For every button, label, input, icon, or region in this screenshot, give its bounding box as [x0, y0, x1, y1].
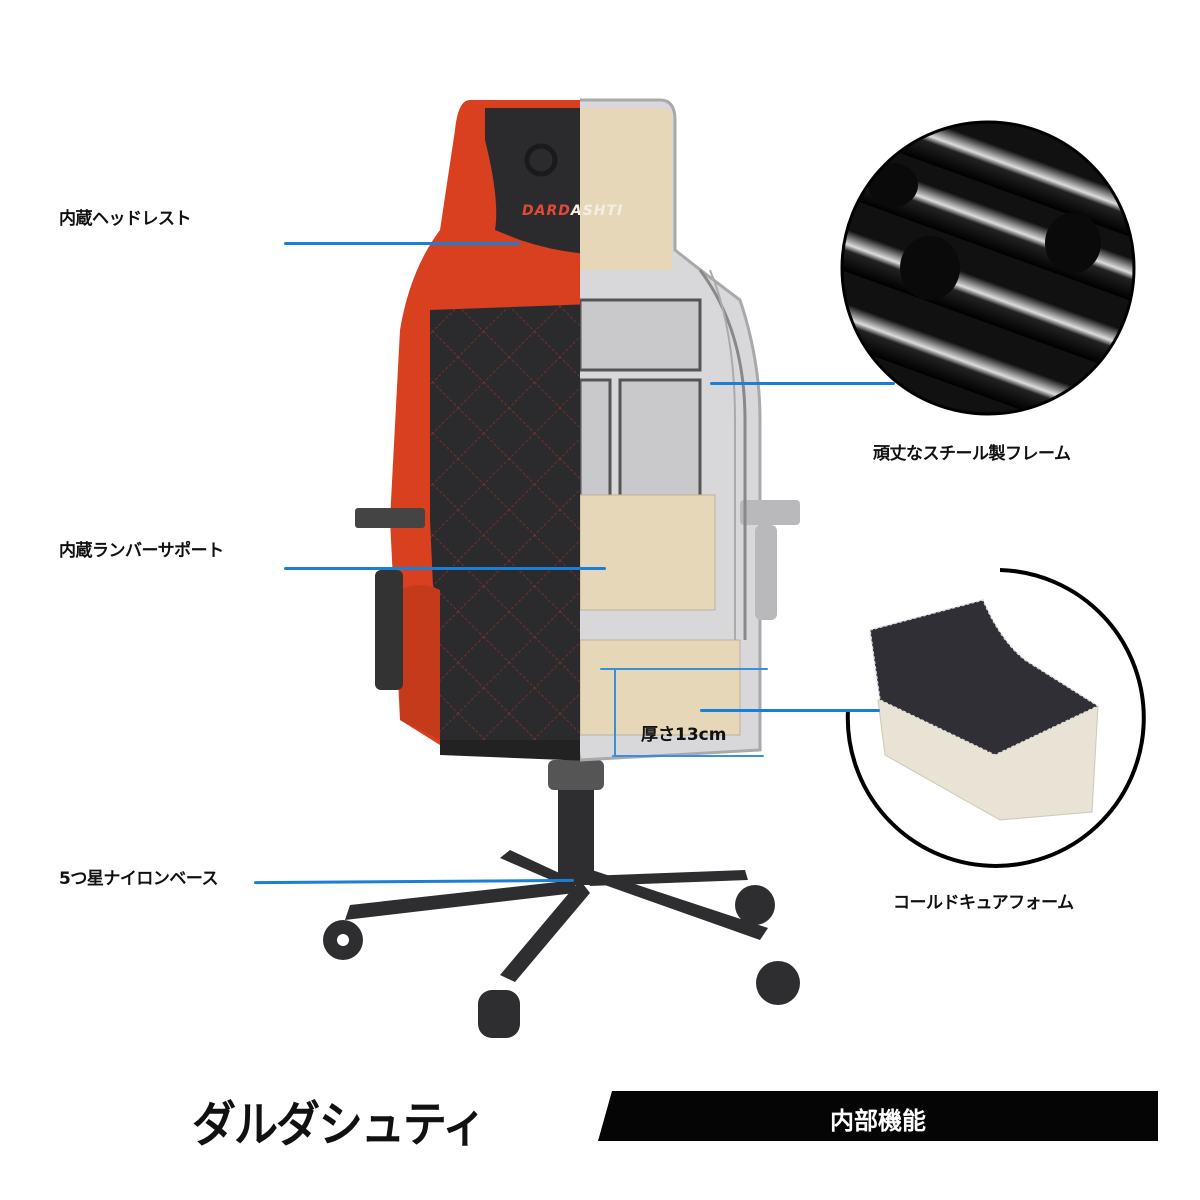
lumbar-callout-line: [284, 567, 606, 570]
brand-name: ダルダシュティ: [192, 1096, 486, 1153]
cold-cure-foam-zoom-circle: [845, 568, 1146, 868]
chair-base: [323, 760, 800, 1038]
logo-right-text: ASHTI: [570, 203, 624, 219]
chair-internal-half: [580, 98, 800, 762]
thickness-vertical-line: [614, 668, 616, 756]
lumbar-label: 内蔵ランバーサポート: [59, 541, 224, 561]
frame-callout-line: [710, 382, 895, 385]
chair-logo: DARDASHTI: [522, 203, 623, 219]
headrest-callout-line: [284, 242, 520, 245]
frame-label: 頑丈なスチール製フレーム: [873, 444, 1071, 464]
base-label: 5つ星ナイロンベース: [59, 869, 218, 889]
thickness-top-line: [600, 668, 768, 670]
thickness-bottom-line: [612, 755, 764, 757]
section-banner: 内部機能: [598, 1091, 1158, 1141]
headrest-label: 内蔵ヘッドレスト: [59, 209, 192, 229]
chair-leather-half: [355, 100, 580, 761]
foam-callout-line: [700, 709, 880, 712]
section-title: 内部機能: [830, 1107, 926, 1135]
thickness-label: 厚さ13cm: [641, 725, 727, 745]
logo-left-text: DARD: [522, 203, 571, 219]
steel-frame-zoom-circle: [840, 120, 1136, 416]
foam-label: コールドキュアフォーム: [893, 893, 1074, 913]
